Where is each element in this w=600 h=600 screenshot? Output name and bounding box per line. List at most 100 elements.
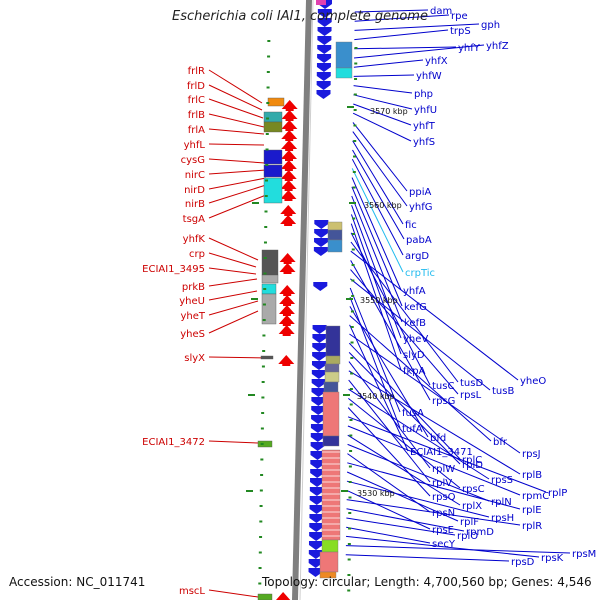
forward-gene-box (267, 97, 285, 107)
gene-label-bfd: bfd (430, 433, 446, 444)
gene-leader-line (352, 149, 405, 240)
kbp-label: 3570 kbp (370, 107, 408, 116)
reverse-gene-arrow (311, 406, 326, 415)
gene-leader-line (208, 356, 272, 359)
gene-leader-line (349, 287, 401, 413)
gene-label-php: php (414, 89, 433, 100)
forward-gene-arrow (280, 160, 297, 171)
gene-label-paba: pabA (406, 235, 432, 246)
forward-gene-arrow (281, 150, 297, 161)
gene-leader-line (208, 194, 267, 219)
gene-leader-line (208, 184, 267, 204)
gene-label-yhfw: yhfW (416, 71, 442, 82)
reverse-gene-arrow (317, 45, 332, 54)
reverse-gene-arrow (313, 282, 328, 291)
gene-label-gph: gph (481, 20, 500, 31)
scale-dot (349, 388, 353, 390)
gene-label-tusb: tusB (492, 386, 514, 397)
gene-leader-line (349, 306, 429, 438)
gene-leader-line (350, 260, 431, 401)
kbp-label: 3550 kbp (360, 296, 398, 305)
scale-dot (258, 567, 262, 569)
scale-dot (262, 334, 266, 337)
reverse-gene-arrow (317, 9, 332, 18)
gene-label-kefg: kefG (404, 302, 427, 313)
forward-gene-arrow (280, 190, 297, 201)
gene-label-rplb: rplB (522, 470, 542, 481)
gene-label-dam: dam (430, 6, 452, 17)
gene-leader-line (208, 267, 257, 275)
reverse-gene-arrow (311, 361, 326, 370)
topology-text: Topology: circular; Length: 4,700,560 bp… (262, 575, 592, 589)
scale-dot (351, 264, 355, 266)
reverse-gene-arrow (310, 451, 325, 460)
gene-leader-line (350, 250, 519, 381)
gene-label-rpe: rpe (451, 11, 468, 22)
gene-leader-line (208, 310, 259, 334)
reverse-gene-box (327, 221, 343, 231)
forward-gene-box (263, 177, 283, 204)
scale-dot (348, 512, 352, 514)
gene-leader-line (354, 14, 450, 22)
gene-leader-line (350, 223, 402, 371)
gene-label-tsga: tsgA (183, 214, 205, 225)
gene-leader-line (351, 186, 403, 307)
reverse-gene-box (324, 371, 340, 383)
scale-dot (266, 86, 270, 89)
scale-dot (354, 62, 358, 65)
scale-dot (263, 241, 267, 244)
gene-leader-line (348, 342, 461, 460)
reverse-gene-box (327, 229, 343, 241)
gene-leader-line (208, 589, 259, 598)
reverse-gene-arrow (316, 72, 331, 81)
gene-leader-line (346, 526, 431, 544)
gene-leader-line (351, 195, 403, 323)
forward-gene-box (263, 121, 283, 133)
gene-leader-line (350, 269, 459, 395)
gene-leader-line (351, 158, 404, 256)
gene-leader-line (346, 517, 456, 536)
gene-label-rplx: rplX (462, 501, 482, 512)
gene-leader-line (353, 85, 413, 94)
gene-label-rplv: rplV (432, 478, 452, 489)
reverse-gene-arrow (310, 424, 325, 433)
scale-dot (258, 551, 262, 554)
gene-label-yhfa: yhfA (403, 286, 426, 297)
forward-gene-arrow (279, 263, 296, 274)
gene-label-mscl: mscL (179, 586, 205, 597)
reverse-gene-box (325, 325, 341, 357)
forward-gene-box (257, 593, 273, 600)
gene-label-eciai1-3495: ECIAI1_3495 (142, 264, 205, 275)
reverse-gene-arrow (316, 90, 331, 99)
reverse-gene-box (322, 391, 340, 437)
scale-dot (351, 295, 355, 297)
gene-leader-line (208, 278, 258, 287)
gene-leader-line (208, 440, 259, 444)
gene-label-rpss: rpsS (491, 475, 513, 486)
gene-label-argd: argD (405, 251, 429, 262)
forward-gene-arrow (278, 305, 295, 316)
scale-dot (263, 257, 267, 259)
gene-label-cysg: cysG (181, 155, 205, 166)
reverse-gene-arrow (317, 36, 332, 45)
gene-label-yhfl: yhfL (184, 140, 206, 151)
gene-leader-line (350, 214, 402, 355)
reverse-gene-box (323, 381, 339, 393)
forward-gene-arrow (278, 355, 295, 366)
gene-leader-line (346, 508, 465, 532)
scale-major-tick (251, 298, 258, 300)
forward-gene-box (257, 440, 273, 448)
gene-leader-line (353, 103, 412, 126)
gene-leader-line (351, 177, 402, 291)
gene-leader-line (351, 168, 404, 273)
gene-leader-line (347, 443, 490, 502)
reverse-gene-arrow (309, 532, 324, 541)
gene-leader-line (348, 370, 521, 475)
reverse-gene-arrow (309, 505, 324, 514)
reverse-gene-arrow (310, 460, 325, 469)
gene-label-rpmd: rpmD (466, 527, 494, 538)
reverse-gene-box (335, 67, 353, 79)
scale-dot (261, 381, 265, 383)
reverse-gene-box (322, 435, 340, 447)
